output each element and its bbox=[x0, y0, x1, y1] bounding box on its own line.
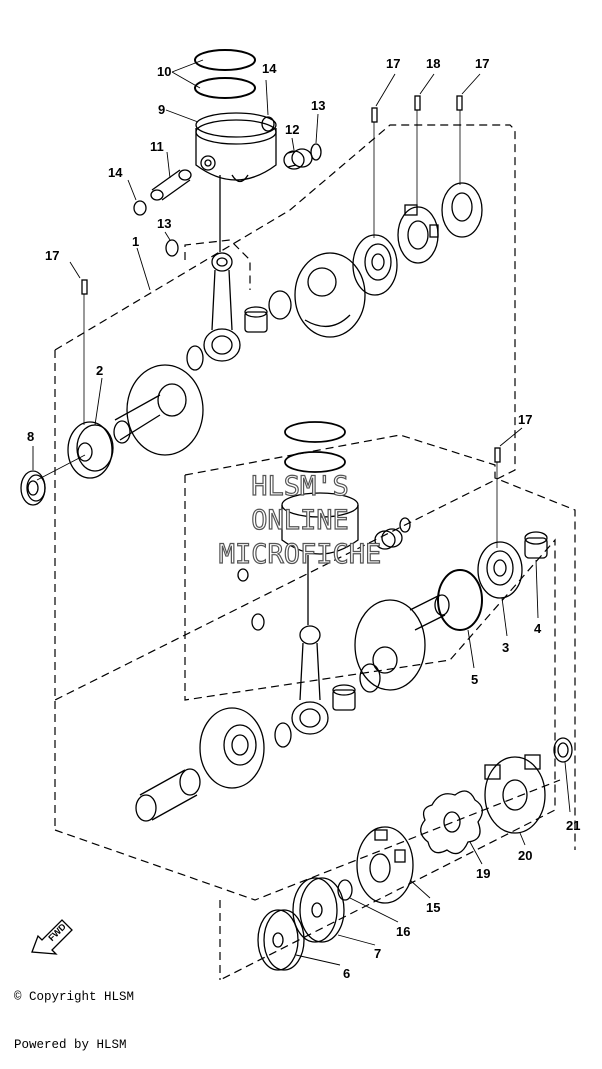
part-label-16: 16 bbox=[396, 924, 410, 939]
piston-pin bbox=[150, 169, 192, 201]
piston-rings bbox=[194, 49, 256, 99]
connecting-rod-lower bbox=[291, 555, 329, 735]
exploded-view-drawing: 1 2 3 4 5 6 7 8 9 10 11 12 13 13 14 14 1… bbox=[20, 49, 580, 981]
part-number-labels: 1 2 3 4 5 6 7 8 9 10 11 12 13 13 14 14 1… bbox=[27, 56, 580, 981]
watermark-line: HLSM'S bbox=[251, 470, 350, 502]
part-label-3: 3 bbox=[502, 640, 509, 655]
copyright-text: © Copyright HLSM bbox=[14, 990, 135, 1004]
watermark: HLSM'S ONLINE MICROFICHE bbox=[180, 470, 420, 572]
washer-6 bbox=[257, 909, 305, 971]
drive-flange-15 bbox=[356, 826, 414, 904]
fwd-arrow-icon: FWD bbox=[31, 919, 73, 955]
part-label-15: 15 bbox=[426, 900, 440, 915]
crank-web-left-upper bbox=[113, 364, 204, 456]
washer-7 bbox=[292, 877, 345, 943]
crank-pin bbox=[135, 768, 201, 822]
part-label-6: 6 bbox=[343, 966, 350, 981]
needle-bearing bbox=[283, 148, 313, 170]
part-label-17c: 17 bbox=[475, 56, 489, 71]
bushing-upper bbox=[244, 306, 268, 333]
part-label-2: 2 bbox=[96, 363, 103, 378]
labyrinth-seal-upper bbox=[397, 204, 439, 264]
needle-bearing-lower bbox=[374, 528, 403, 550]
footer-credit: © Copyright HLSM Powered by HLSM bbox=[14, 957, 134, 1069]
part-label-10: 10 bbox=[157, 64, 171, 79]
watermark-line: MICROFICHE bbox=[218, 538, 382, 570]
bushing-lower bbox=[332, 684, 356, 711]
main-bearing-2 bbox=[67, 421, 114, 479]
part-label-1: 1 bbox=[132, 234, 139, 249]
collar-4 bbox=[524, 531, 548, 559]
part-label-18: 18 bbox=[426, 56, 440, 71]
dowel-pins bbox=[81, 95, 501, 463]
connecting-rod-upper bbox=[203, 175, 241, 362]
upper-assembly-outline bbox=[54, 124, 516, 830]
part-label-8: 8 bbox=[27, 429, 34, 444]
oil-seal-8 bbox=[20, 470, 46, 506]
part-label-13b: 13 bbox=[157, 216, 171, 231]
piston-rings-lower bbox=[284, 421, 346, 473]
rubber-damper-19 bbox=[420, 790, 483, 855]
drive-dog-20 bbox=[484, 754, 546, 834]
bearing-upper-right bbox=[441, 182, 483, 238]
part-label-13a: 13 bbox=[311, 98, 325, 113]
part-label-19: 19 bbox=[476, 866, 490, 881]
part-label-14a: 14 bbox=[262, 61, 277, 76]
part-label-12: 12 bbox=[285, 122, 299, 137]
part-label-4: 4 bbox=[534, 621, 542, 636]
part-label-17a: 17 bbox=[45, 248, 59, 263]
crank-web-right-lower bbox=[354, 594, 450, 691]
bearing-3 bbox=[477, 541, 523, 599]
powered-by-text: Powered by HLSM bbox=[14, 1038, 127, 1052]
part-label-11: 11 bbox=[150, 139, 164, 154]
bearing-upper-center bbox=[352, 234, 398, 296]
part-label-21: 21 bbox=[566, 818, 580, 833]
piston-lower bbox=[281, 492, 359, 555]
watermark-line: ONLINE bbox=[251, 504, 350, 536]
leader-lines bbox=[32, 59, 571, 966]
part-label-7: 7 bbox=[374, 946, 381, 961]
crank-web-right-upper bbox=[294, 252, 366, 338]
part-label-14b: 14 bbox=[108, 165, 123, 180]
bearing-lower-left bbox=[199, 707, 265, 789]
part-label-20: 20 bbox=[518, 848, 532, 863]
piston bbox=[195, 112, 277, 183]
part-label-17d: 17 bbox=[518, 412, 532, 427]
part-label-17b: 17 bbox=[386, 56, 400, 71]
parts-diagram: 1 2 3 4 5 6 7 8 9 10 11 12 13 13 14 14 1… bbox=[20, 49, 580, 981]
part-label-5: 5 bbox=[471, 672, 478, 687]
part-label-9: 9 bbox=[158, 102, 165, 117]
